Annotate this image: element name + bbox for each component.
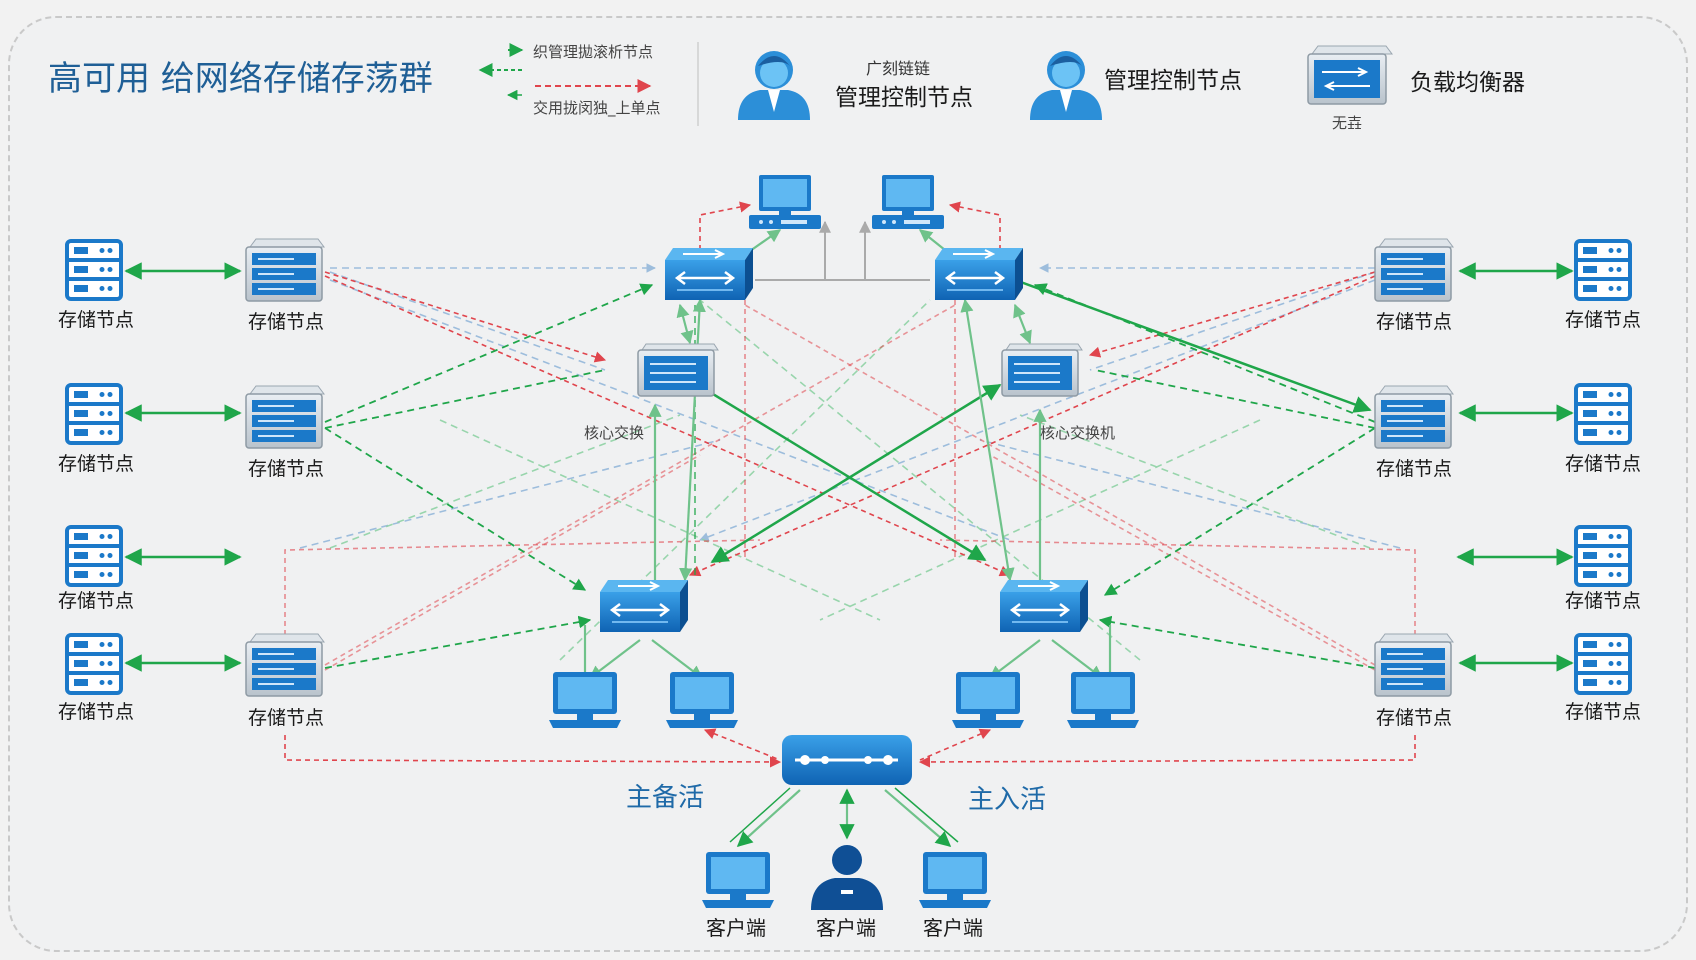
server-chassis-icon: [245, 385, 325, 449]
client-label: 客户端: [816, 916, 876, 940]
storage-node-label: 存储节点: [248, 707, 324, 729]
storage-node-label: 存储节点: [58, 453, 134, 475]
load-balancer-node: [782, 735, 912, 785]
desktop-monitor-icon: [749, 175, 821, 229]
network-switch-icon: [598, 578, 690, 634]
desktop-monitor-icon: [1067, 672, 1139, 728]
desktop-monitor-icon: [549, 672, 621, 728]
server-chassis-icon: [1374, 633, 1454, 697]
server-chassis-icon: [245, 238, 325, 302]
nodes: 核心交换 核心交换机 主备活 主入活 客户端 客户: [58, 175, 1641, 940]
storage-node-label: 存储节点: [1565, 590, 1641, 612]
server-rack-icon: [65, 633, 123, 695]
storage-node-label: 存储节点: [1376, 707, 1452, 729]
core-switch-label-left: 核心交换: [584, 424, 644, 442]
storage-node-label: 存储节点: [1565, 701, 1641, 723]
server-chassis-icon: [1374, 238, 1454, 302]
server-chassis-icon: [1374, 385, 1454, 449]
core-switch-label-right: 核心交换机: [1040, 424, 1115, 442]
client-label: 客户端: [923, 916, 983, 940]
server-rack-icon: [65, 383, 123, 445]
legend-lb-sub: 无壵: [1332, 114, 1362, 132]
active-label-left: 主备活: [626, 783, 704, 813]
legend-green-line-label: 织管理拋滚析节点: [533, 43, 653, 61]
desktop-monitor-icon: [702, 852, 774, 908]
legend-person1-caption: 广刻链链: [866, 59, 930, 78]
storage-node-label: 存储节点: [248, 458, 324, 480]
server-rack-icon: [65, 525, 123, 587]
load-balancer-icon: [1307, 45, 1393, 105]
storage-node-label: 存储节点: [1376, 311, 1452, 333]
storage-node-label: 存储节点: [1376, 458, 1452, 480]
active-label-right: 主入活: [968, 785, 1046, 815]
server-rack-icon: [1574, 383, 1632, 445]
storage-node-label: 存储节点: [58, 309, 134, 331]
control-node-person-icon: [1030, 51, 1102, 120]
core-switch-icon: [1001, 343, 1083, 397]
network-switch-icon: [998, 578, 1090, 634]
network-switch-icon: [933, 246, 1025, 302]
server-chassis-icon: [245, 633, 325, 697]
server-rack-icon: [1574, 633, 1632, 695]
connection-lines: [124, 43, 1574, 848]
legend-person2-label: 管理控制节点: [1104, 68, 1242, 94]
management-node-person-icon: [738, 51, 810, 120]
desktop-monitor-icon: [666, 672, 738, 728]
storage-node-label: 存储节点: [248, 311, 324, 333]
legend-lb-label: 负载均衡器: [1410, 70, 1525, 96]
storage-node-label: 存储节点: [58, 701, 134, 723]
client-label: 客户端: [706, 916, 766, 940]
network-switch-icon: [663, 246, 755, 302]
legend-person1-label: 管理控制节点: [835, 85, 973, 111]
core-switch-icon: [637, 343, 719, 397]
desktop-monitor-icon: [919, 852, 991, 908]
storage-node-label: 存储节点: [58, 590, 134, 612]
storage-node-label: 存储节点: [1565, 309, 1641, 331]
server-rack-icon: [1574, 525, 1632, 587]
storage-node-label: 存储节点: [1565, 453, 1641, 475]
desktop-monitor-icon: [872, 175, 944, 229]
server-rack-icon: [1574, 239, 1632, 301]
diagram-header: 高可用 给网络存储存荡群 织管理拋滚析节点 交用拢闵独_上单点 广刻链链 管理控…: [48, 42, 1525, 132]
diagram-title: 高可用 给网络存储存荡群: [48, 59, 433, 99]
desktop-monitor-icon: [952, 672, 1024, 728]
legend-red-line-label: 交用拢闵独_上单点: [533, 99, 661, 118]
server-rack-icon: [65, 239, 123, 301]
user-person-icon: [811, 845, 883, 910]
